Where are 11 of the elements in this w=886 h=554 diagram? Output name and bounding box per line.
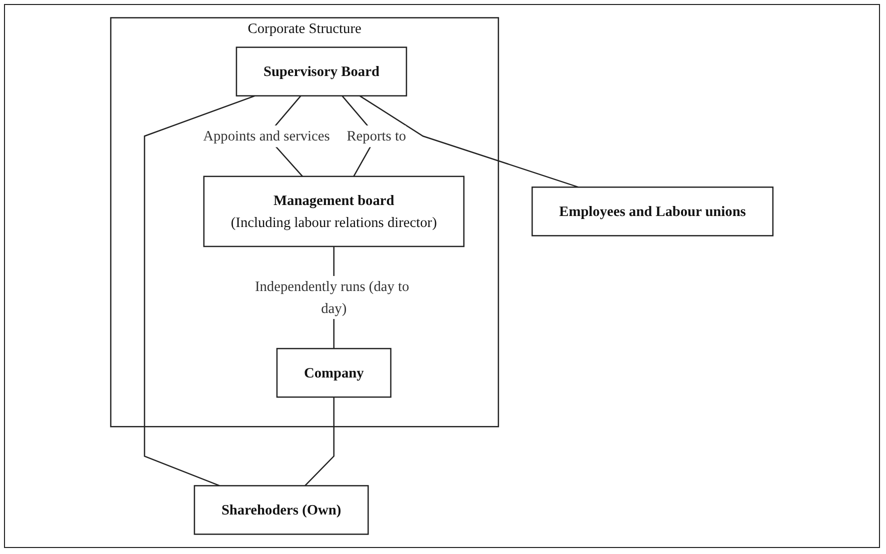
- node-box: Management board (Including labour relations director): [203, 176, 465, 248]
- node-box: Sharehoders (Own): [194, 485, 369, 535]
- node-box: Employees and Labour unions: [532, 186, 774, 236]
- edge-label: Independently runs (day to day): [255, 278, 410, 316]
- node-box: Supervisory Board: [236, 46, 408, 96]
- node-box: Company: [276, 348, 392, 398]
- edge-label: Appoints and services: [203, 128, 330, 144]
- edge-label: Reports to: [346, 128, 406, 144]
- connector: [304, 397, 335, 486]
- connector: [144, 95, 256, 486]
- connector: [359, 95, 579, 188]
